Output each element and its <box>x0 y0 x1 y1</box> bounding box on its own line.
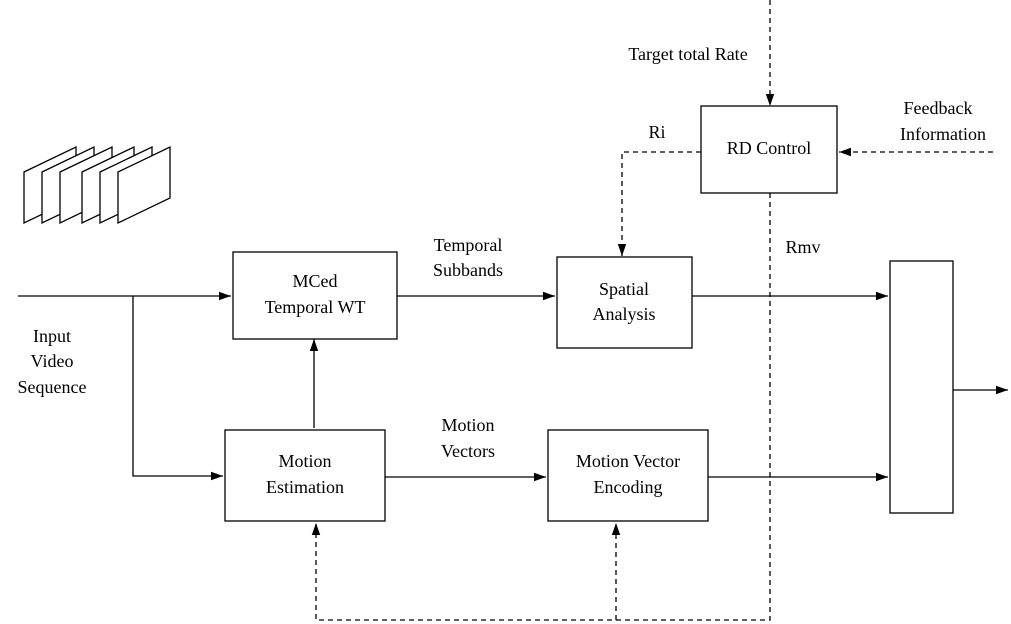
me-label-1: Motion <box>278 451 331 471</box>
motion-vectors-label-2: Vectors <box>441 441 495 461</box>
input-label-1: Input <box>33 326 71 346</box>
spatial-label-2: Analysis <box>593 304 656 324</box>
input-to-motion-estimation-arrow <box>132 296 223 481</box>
motion-estimation-block: Motion Estimation <box>224 429 386 522</box>
solid-connectors <box>18 291 1008 482</box>
spatial-analysis-block: Spatial Analysis <box>556 256 693 349</box>
rmv-label: Rmv <box>785 237 820 257</box>
input-video-label: Input Video Sequence <box>18 326 87 397</box>
mced-temporal-wt-block: MCed Temporal WT <box>232 251 398 340</box>
temporal-subbands-label-2: Subbands <box>433 260 503 280</box>
motion-vector-encoding-block: Motion Vector Encoding <box>547 429 709 522</box>
input-label-3: Sequence <box>18 377 87 397</box>
mced-label-2: Temporal WT <box>265 297 366 317</box>
temporal-subbands-label-1: Temporal <box>434 235 503 255</box>
motion-vectors-label-1: Motion <box>441 415 494 435</box>
video-frames-icon <box>23 145 171 225</box>
motion-vectors-label: Motion Vectors <box>441 415 495 461</box>
temporal-subbands-label: Temporal Subbands <box>433 235 503 280</box>
feedback-label-1: Feedback <box>904 98 973 118</box>
dashed-connectors <box>311 0 993 621</box>
me-label-2: Estimation <box>266 477 344 497</box>
rmv-to-motion-estimation-arrow <box>311 193 771 621</box>
rd-control-block: RD Control <box>700 105 838 194</box>
mced-label-1: MCed <box>293 271 338 291</box>
input-label-2: Video <box>31 351 74 371</box>
rd-control-label: RD Control <box>727 138 812 158</box>
mve-label-1: Motion Vector <box>576 451 680 471</box>
target-rate-label: Target total Rate <box>628 44 747 64</box>
feedback-label: Feedback Information <box>900 98 986 144</box>
feedback-label-2: Information <box>900 124 986 144</box>
multiplexer-block <box>889 260 954 514</box>
mve-label-2: Encoding <box>594 477 663 497</box>
spatial-label-1: Spatial <box>599 279 649 299</box>
ri-arrow <box>617 151 701 256</box>
ri-label: Ri <box>648 122 665 142</box>
